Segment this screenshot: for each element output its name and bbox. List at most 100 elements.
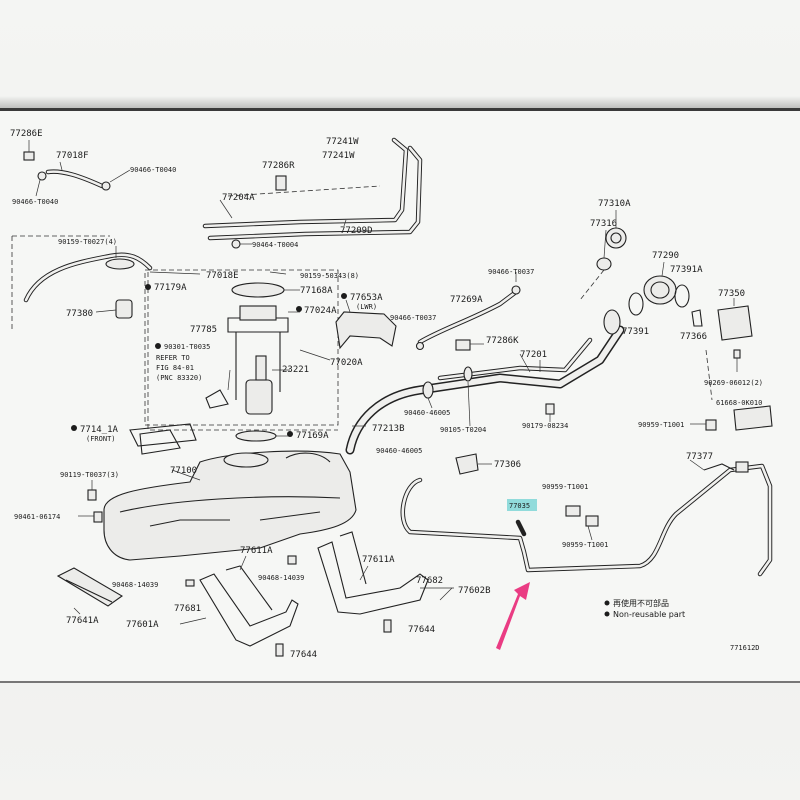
label-77209d: 77209D: [340, 226, 373, 236]
fuel-tank-77100: [103, 429, 357, 561]
bolt-90179-08234: [545, 403, 555, 422]
gasket-77391: [628, 292, 644, 316]
bracket-77141a: [129, 423, 197, 447]
fuel-tube-77209d: [202, 137, 423, 241]
label-refer-to: REFER TO: [156, 354, 190, 362]
clamp-90959-t1001-a: [565, 505, 599, 541]
clamp-90460-46005-a: [422, 381, 434, 409]
clamp-77286r: [275, 175, 287, 191]
label-90301-t0035: 90301-T0035: [164, 343, 210, 351]
label-77204a: 77204A: [222, 193, 255, 203]
bolt-90119-t0037: [87, 480, 97, 501]
label-77653a: 77653A: [350, 293, 383, 303]
label-77213b: 77213B: [372, 424, 405, 434]
protector-77653a: [335, 299, 397, 350]
label-77611a-a: 77611A: [240, 546, 273, 556]
label-77644-a: 77644: [290, 650, 317, 660]
label-77290: 77290: [652, 251, 679, 261]
label-90466-t0040-a: 90466-T0040: [130, 166, 176, 174]
label-77241w-a: 77241W: [326, 137, 359, 147]
filter-23221: [245, 355, 290, 415]
label-77169a: 77169A: [296, 431, 329, 441]
label-front: (FRONT): [86, 435, 116, 443]
label-90466-t0037-a: 90466-T0037: [488, 268, 534, 276]
tube-77035: [515, 519, 527, 537]
cap-77310a: [605, 227, 627, 249]
label-77018f: 77018F: [56, 151, 89, 161]
label-90460-46005-a: 90460-46005: [404, 409, 450, 417]
label-77601a: 77601A: [126, 620, 159, 630]
label-pnc-83320: (PNC 83320): [156, 374, 202, 382]
label-77286k: 77286K: [486, 336, 519, 346]
label-plate-61668: [733, 405, 773, 431]
label-77018e: 77018E: [206, 271, 239, 281]
hinge-77366: [691, 309, 703, 327]
label-77035: 77035: [509, 502, 530, 510]
label-77644-b: 77644: [408, 625, 435, 635]
label-77380: 77380: [66, 309, 93, 319]
bolt-90461-06174: [78, 511, 103, 523]
legend: 再使用不可部品 Non-reusable part: [604, 598, 685, 619]
leader-lines: [171, 210, 706, 601]
protector-77641a: [56, 567, 124, 615]
clamp-90105-t0204: [463, 366, 473, 427]
label-77366: 77366: [680, 332, 707, 342]
callout-labels: 77286E 77018F 90466-T0040 90466-T0040 77…: [10, 129, 763, 660]
label-90159-50343: 90159-50343(8): [300, 272, 359, 280]
bolt-90468-14039-a: [185, 579, 195, 587]
label-77681: 77681: [174, 604, 201, 614]
screen-bezel-shadow: [0, 96, 800, 110]
label-77024a: 77024A: [304, 306, 337, 316]
ring-77316: [596, 257, 612, 271]
label-90159-t0027: 90159-T0027(4): [58, 238, 117, 246]
breather-tube-77018e: [23, 246, 201, 303]
pump-group-frame: [144, 269, 339, 426]
screw-90269: [733, 349, 741, 372]
label-77377: 77377: [686, 452, 713, 462]
strap-77601a: [179, 565, 299, 647]
gasket-77168a: [231, 271, 300, 298]
label-77141a: 7714_1A: [80, 425, 119, 435]
label-90105-t0204: 90105-T0204: [440, 426, 486, 434]
label-90468-14039-b: 90468-14039: [258, 574, 304, 582]
gasket-77391a: [674, 284, 690, 308]
label-23221: 23221: [282, 365, 309, 375]
label-77641a: 77641A: [66, 616, 99, 626]
bolt-90468-14039-b: [287, 555, 297, 565]
label-77269a: 77269A: [450, 295, 483, 305]
label-90464-t0004: 90464-T0004: [252, 241, 298, 249]
label-90179-08234: 90179-08234: [522, 422, 568, 430]
label-90959-t1001-a: 90959-T1001: [542, 483, 588, 491]
label-77350: 77350: [718, 289, 745, 299]
label-77179a: 77179A: [154, 283, 187, 293]
pink-arrow: [496, 582, 530, 650]
label-90466-t0037-b: 90466-T0037: [390, 314, 436, 322]
label-90468-14039-a: 90468-14039: [112, 581, 158, 589]
strap-77602b: [317, 531, 454, 615]
label-fig-84-01: FIG 84-01: [156, 364, 194, 372]
bolt-77644-a: [275, 643, 284, 657]
clip-90464-t0004: [231, 239, 252, 249]
label-77286r: 77286R: [262, 161, 295, 171]
label-90119-t0037: 90119-T0037(3): [60, 471, 119, 479]
label-lwr: (LWR): [356, 303, 377, 311]
legend-en-text: Non-reusable part: [613, 610, 685, 619]
clamp-77286k: [455, 339, 484, 351]
label-77391a: 77391A: [670, 265, 703, 275]
gasket-77169a: [235, 430, 292, 442]
group-dash-frame: [11, 235, 338, 431]
pump-bracket-77024a: [227, 305, 300, 400]
grommet-77380: [95, 299, 133, 319]
label-77100: 77100: [170, 466, 197, 476]
label-77201: 77201: [520, 350, 547, 360]
label-77306: 77306: [494, 460, 521, 470]
clip-90466-t0037-b: [415, 341, 425, 351]
label-77286e: 77286E: [10, 129, 43, 139]
hose-77269a: [417, 272, 521, 345]
label-77602b: 77602B: [458, 586, 491, 596]
label-90461-06174: 90461-06174: [14, 513, 60, 521]
sender-arm: [205, 369, 231, 409]
filler-pipe-77201: [345, 309, 625, 455]
